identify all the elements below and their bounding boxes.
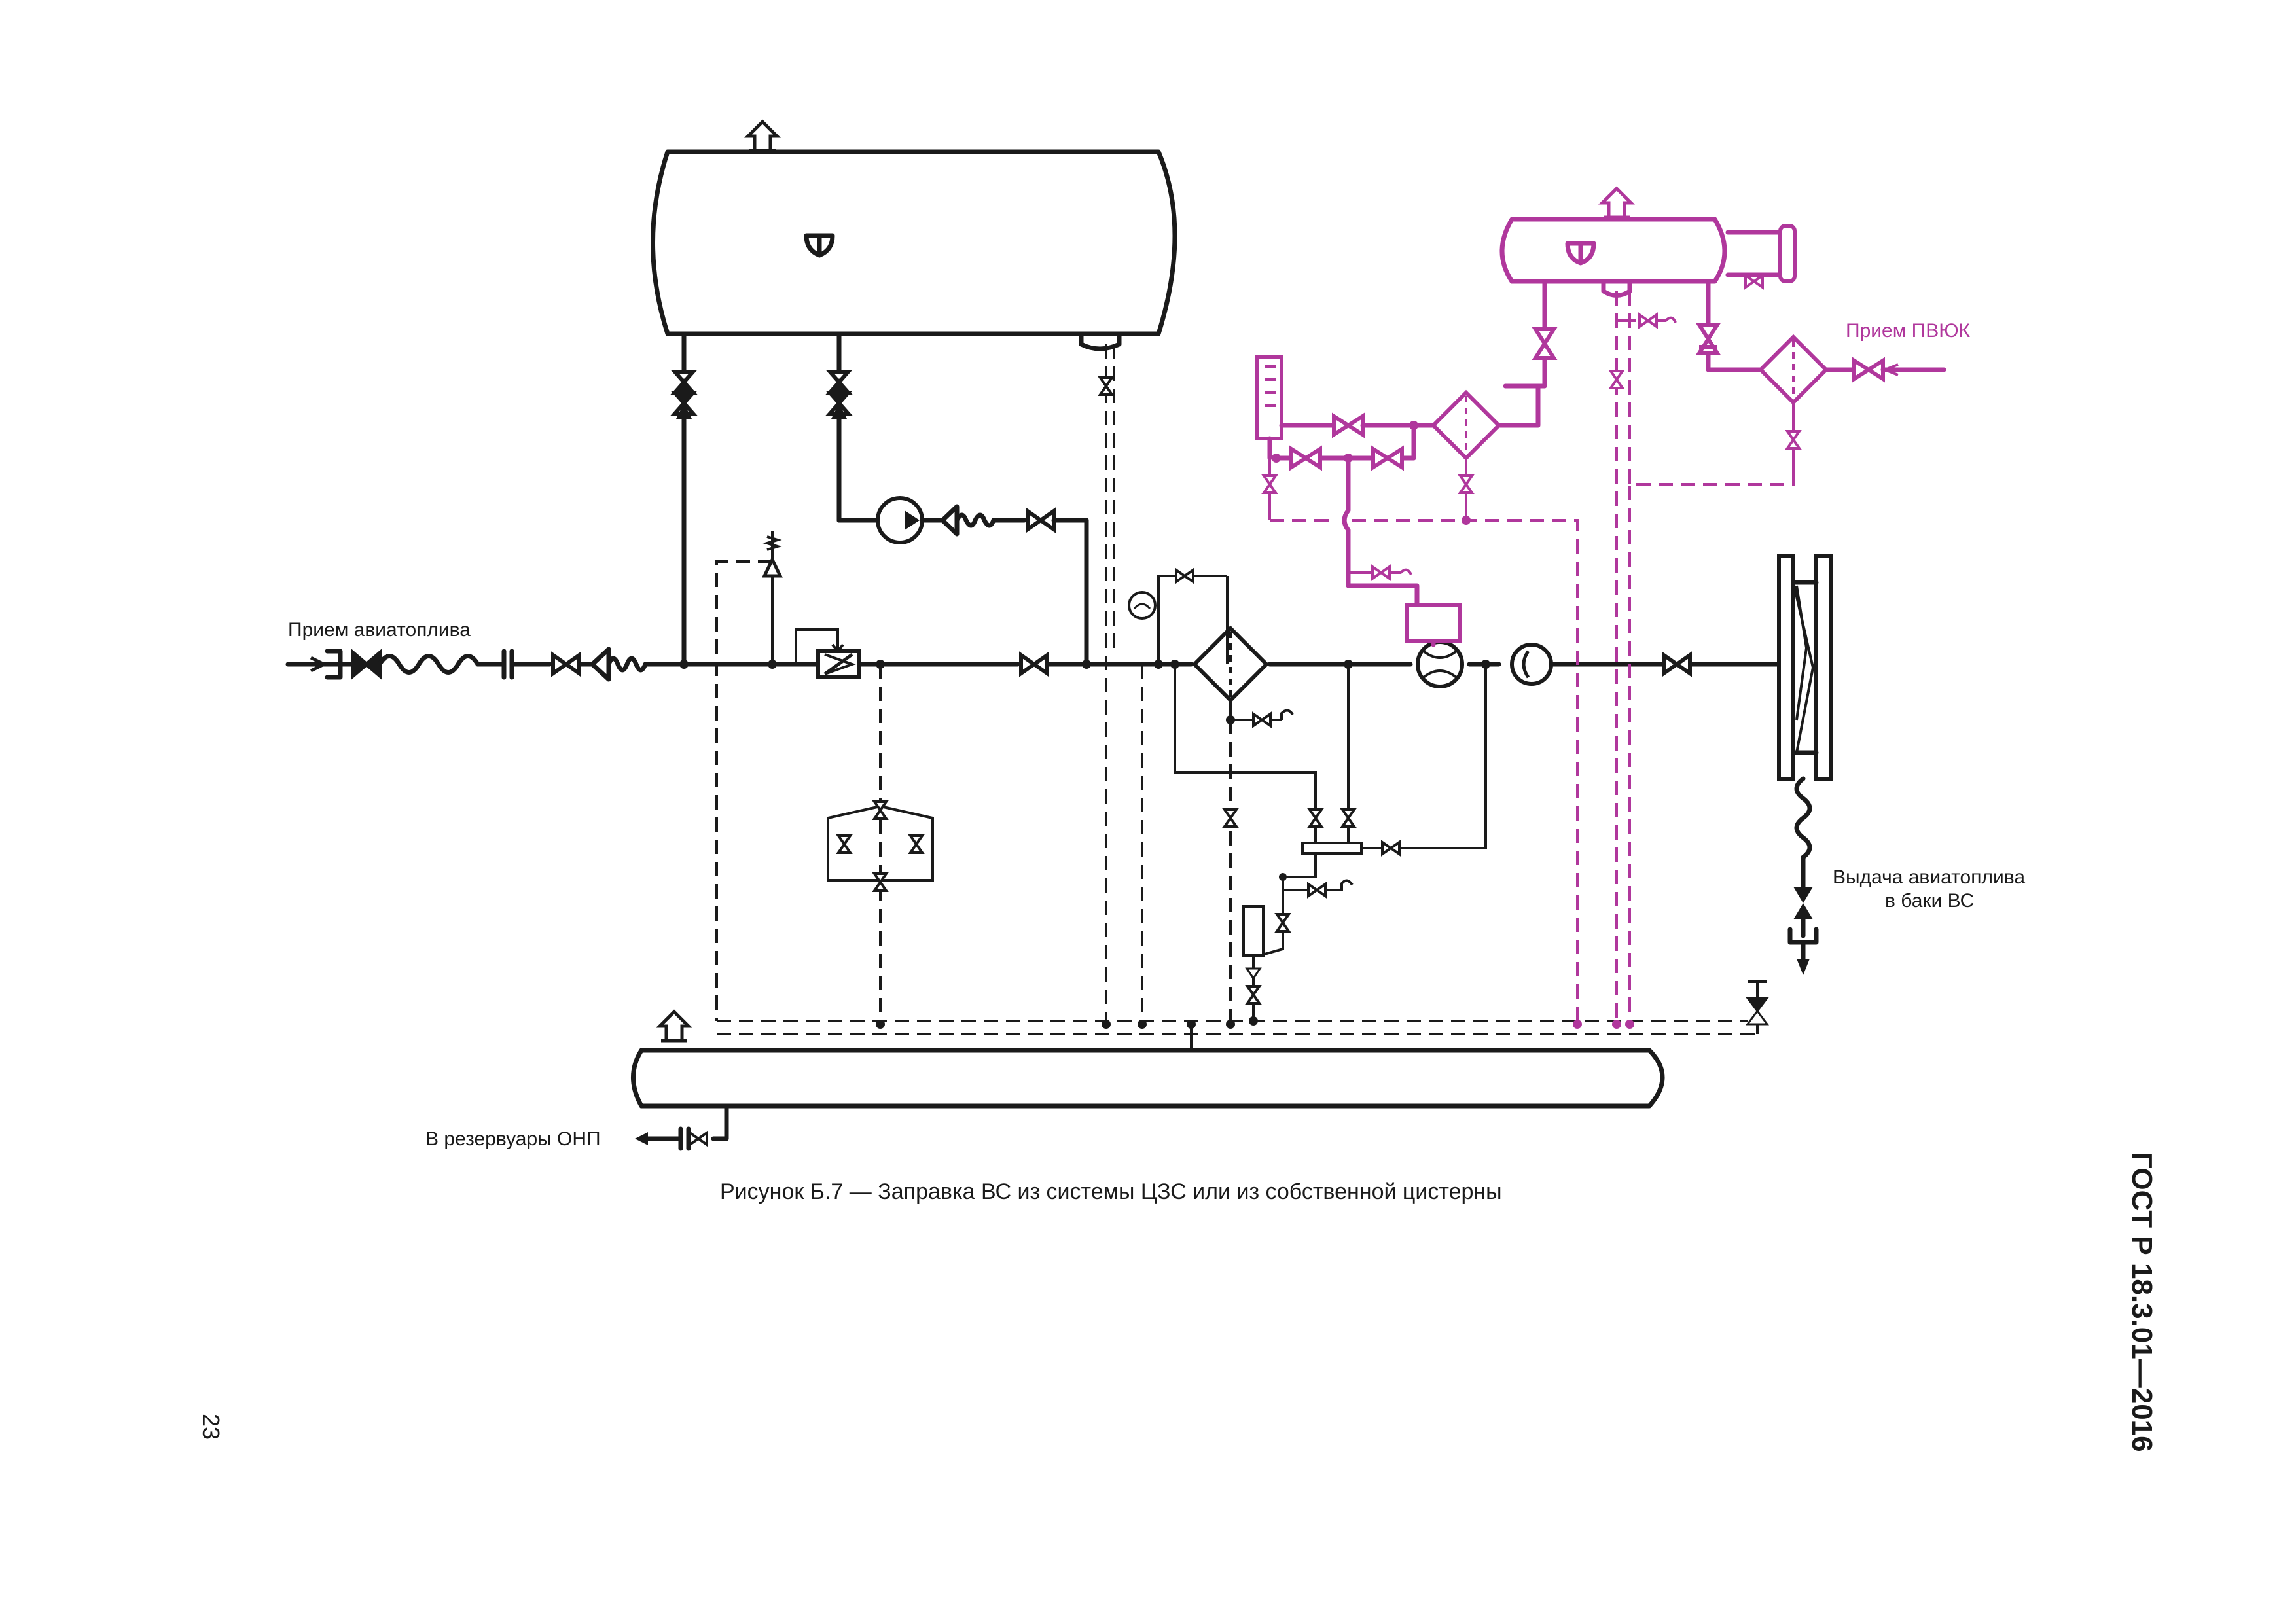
additive-collector-nodes: [1573, 1020, 1634, 1029]
standard-number: ГОСТ Р 18.3.01—2016: [2126, 1152, 2158, 1452]
pump-line: [876, 496, 1089, 667]
gauge-bypass: [1128, 569, 1317, 844]
fuel-output-label-2: в баки ВС: [1885, 890, 1974, 912]
tank-outlet-lines: [670, 331, 880, 667]
additive-outlets: [1503, 279, 1763, 1024]
storage-tank: [651, 149, 1177, 351]
pvvk-intake-label: Прием ПВЮК: [1846, 320, 1971, 342]
drain-dashed-1: [876, 664, 885, 1029]
tank-vent-icon: [748, 122, 777, 151]
additive-vent-icon: [1602, 188, 1631, 217]
collector-outlet: [635, 1103, 729, 1151]
thermal-relief-group: [827, 800, 934, 892]
control-valve: [795, 628, 861, 679]
fuel-output-label-1: Выдача авиатоплива: [1833, 866, 2025, 888]
figure-caption: Рисунок Б.7 — Заправка ВС из системы ЦЗС…: [720, 1179, 1502, 1204]
main-fuel-line: [285, 647, 1784, 682]
to-tanks-label: В резервуары ОНП: [425, 1128, 601, 1150]
output-line: [1787, 776, 1819, 975]
drain-collector-tank: [631, 1020, 1757, 1109]
dashed-nodes: [1102, 664, 1235, 1029]
safety-valve: [715, 531, 783, 1021]
sump-drain-dashed: [1099, 344, 1115, 1024]
meter-sensor: [1510, 643, 1553, 686]
reel-drain: [1746, 980, 1769, 1034]
filter-separator: [1191, 625, 1294, 1021]
sampling-branch: [1242, 664, 1487, 1026]
fuel-intake-label: Прием авиатоплива: [288, 619, 471, 641]
flow-meter: [1416, 640, 1464, 688]
collector-vent-icon: [660, 1012, 689, 1041]
hose-reel: [1777, 554, 1833, 781]
additive-dosing: [1255, 355, 1579, 1024]
page-number: 23: [198, 1414, 224, 1440]
pvvk-filter: [1628, 334, 1946, 1024]
